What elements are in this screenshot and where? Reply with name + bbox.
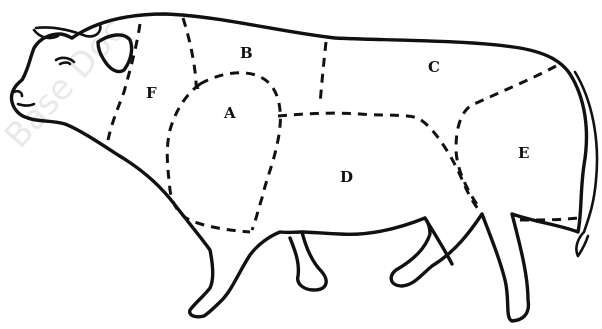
cut-line-e: [456, 66, 578, 220]
hind-leg-inner: [425, 218, 452, 264]
region-label-a: A: [223, 104, 236, 122]
cut-line-region-a: [167, 73, 280, 232]
region-label-d: D: [340, 168, 353, 186]
region-label-e: E: [518, 144, 529, 162]
fore-leg-inner: [290, 232, 326, 290]
region-label-c: C: [428, 58, 440, 76]
cut-line-b-c: [320, 42, 326, 104]
cut-line-mid: [278, 113, 480, 212]
region-label-f: F: [146, 84, 157, 102]
region-label-b: B: [240, 44, 253, 62]
cut-line-neck-shoulder: [183, 18, 200, 88]
